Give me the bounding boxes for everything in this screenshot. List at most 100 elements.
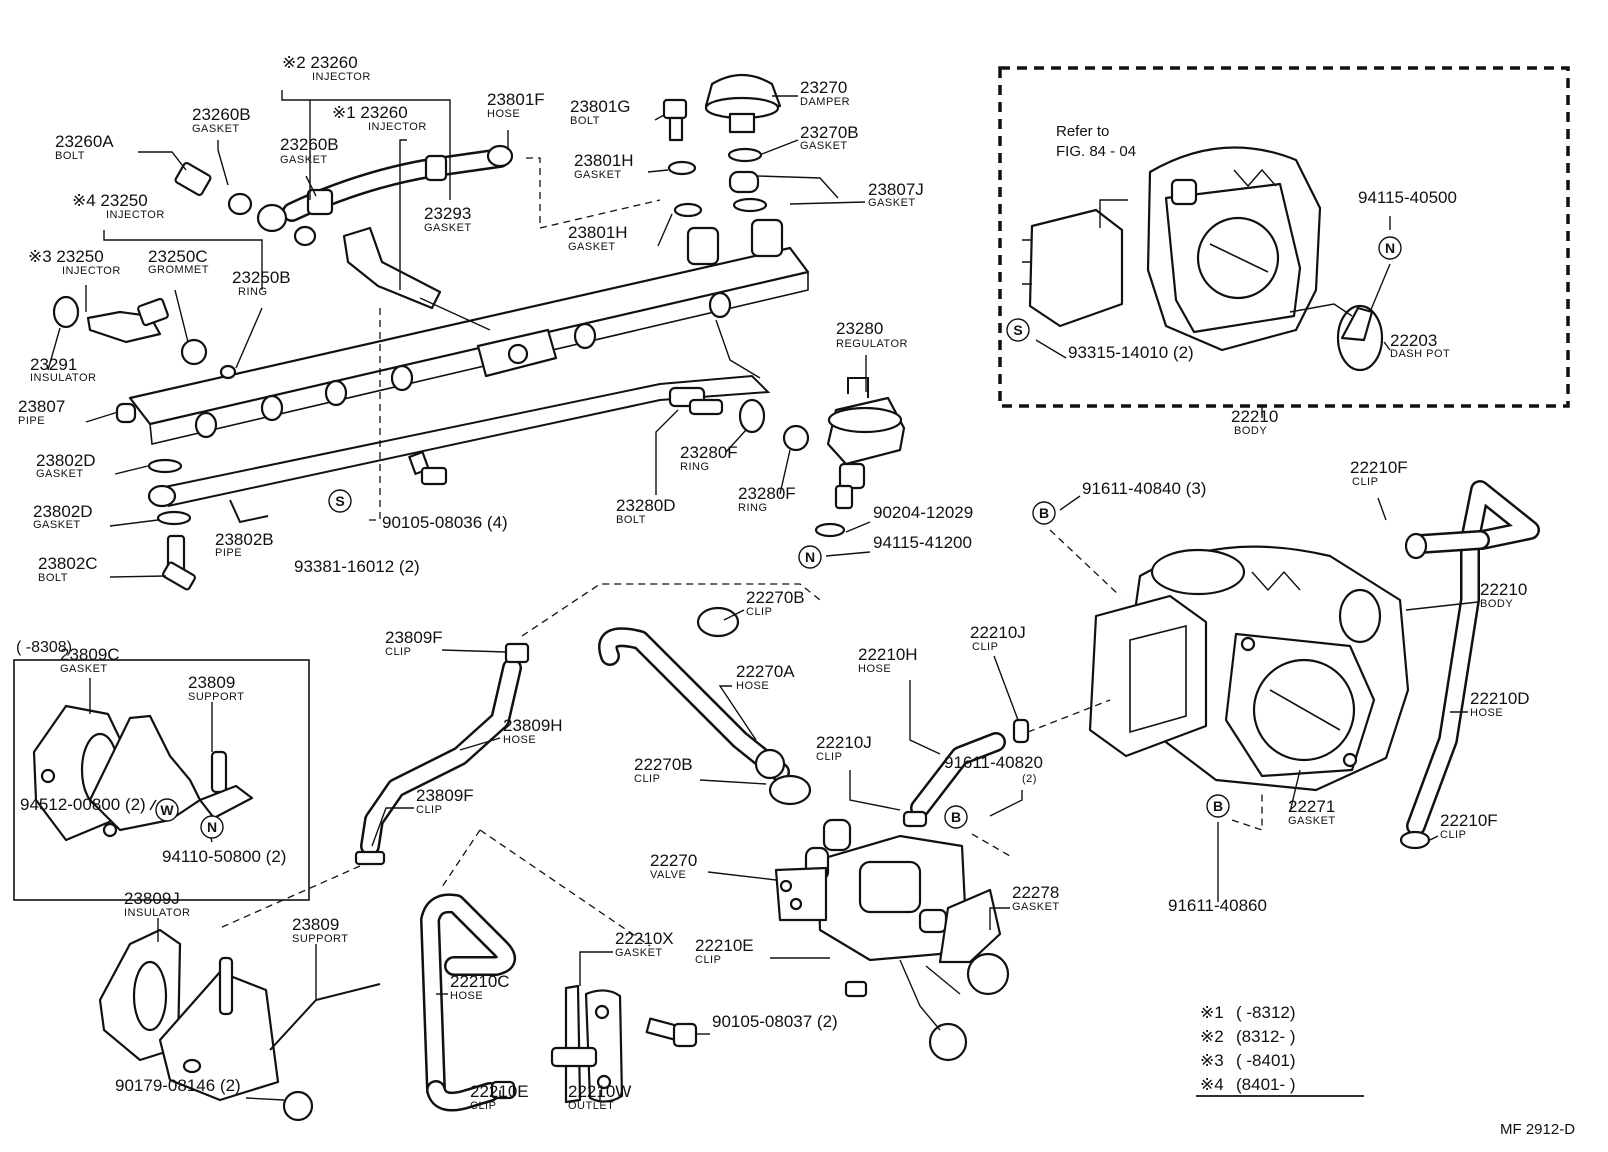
part-name: GASKET <box>1288 815 1336 827</box>
part-number: 23291 <box>30 355 77 374</box>
part-name: CLIP <box>695 954 721 966</box>
marker-letter: B <box>1213 798 1223 814</box>
label-91611-40840: 91611-40840 (3) <box>1082 479 1206 498</box>
part-name: HOSE <box>736 680 769 692</box>
part-name: BODY <box>1480 598 1513 610</box>
date-range-legend: ※1 ( -8312) ※2 (8312- ) ※3 ( -8401) ※4 (… <box>1196 1003 1364 1097</box>
part-name: BOLT <box>616 514 646 526</box>
part-name: HOSE <box>858 663 891 675</box>
marker-w-7: W <box>155 798 179 822</box>
part-number: 23293 <box>424 204 471 223</box>
gasket-23802d <box>147 458 196 591</box>
label-93381: 93381-16012 (2) <box>294 557 420 576</box>
part-name: GASKET <box>60 663 108 675</box>
marker-letter: N <box>805 549 815 565</box>
hose-22210d <box>1399 480 1540 850</box>
marker-letter: W <box>160 802 174 818</box>
part-name: RING <box>680 461 710 473</box>
marker-n-8: N <box>200 815 224 839</box>
part-number: 22270B <box>746 588 805 607</box>
part-name: GASKET <box>1012 901 1060 913</box>
part-number: 23809H <box>503 716 563 735</box>
part-name: INJECTOR <box>106 209 165 221</box>
part-name: CLIP <box>816 751 842 763</box>
marker-s-0: S <box>1006 318 1030 342</box>
part-name: PIPE <box>18 415 45 427</box>
marker-letter: N <box>1385 240 1395 256</box>
part-name: INSULATOR <box>124 907 190 919</box>
part-name: RING <box>238 286 268 298</box>
part-name: BOLT <box>38 572 68 584</box>
part-number: 22270A <box>736 662 795 681</box>
part-name: GROMMET <box>148 264 209 276</box>
pulsation-damper-23270 <box>704 74 839 213</box>
legend-1-range: ( -8312) <box>1236 1003 1296 1022</box>
part-number: 23250B <box>232 268 291 287</box>
part-name: (2) <box>1022 773 1037 785</box>
hose-22210h <box>902 718 1030 828</box>
legend-4-range: (8401- ) <box>1236 1075 1296 1094</box>
part-number: 93315-14010 (2) <box>1068 343 1194 362</box>
part-number: 94115-40500 <box>1358 188 1457 207</box>
inset-label-94512-00800: 94512-00800 (2) <box>20 795 146 814</box>
part-number: 23801F <box>487 90 545 109</box>
part-number: 23260B <box>192 105 251 124</box>
part-name: BOLT <box>570 115 600 127</box>
part-name: CLIP <box>385 646 411 658</box>
part-number: 23809J <box>124 889 180 908</box>
part-number: 22271 <box>1288 797 1335 816</box>
part-number: ※4 23250 <box>72 191 148 210</box>
part-name: RING <box>738 502 768 514</box>
label-91611-40860: 91611-40860 <box>1168 896 1267 915</box>
part-number: 23809F <box>385 628 443 647</box>
pressure-regulator-23280 <box>688 377 906 538</box>
part-number: 22210E <box>470 1082 529 1101</box>
part-number: 22210 <box>1231 407 1278 426</box>
part-number: 22270 <box>650 851 697 870</box>
part-number: 23809F <box>416 786 474 805</box>
part-number: 23801H <box>568 223 628 242</box>
part-name: BOLT <box>55 150 85 162</box>
part-name: DAMPER <box>800 96 850 108</box>
part-number: 23807J <box>868 180 924 199</box>
part-name: CLIP <box>972 641 998 653</box>
bolt-90105-08037 <box>645 1017 698 1048</box>
hose-22210c <box>420 893 516 1112</box>
part-name: GASKET <box>192 123 240 135</box>
bolt-23801g <box>662 98 703 218</box>
bolt-90105-08036 <box>408 451 448 486</box>
label-91611-40820: 91611-40820(2) <box>944 753 1043 785</box>
legend-2-mark: ※2 <box>1200 1027 1224 1046</box>
part-name: BODY <box>1234 425 1267 437</box>
marker-s-2: S <box>328 489 352 513</box>
part-number: 23802D <box>36 451 96 470</box>
part-name: CLIP <box>1352 476 1378 488</box>
part-name: CLIP <box>470 1100 496 1112</box>
hose-23809h <box>354 642 530 866</box>
part-number: 22210F <box>1350 458 1408 477</box>
legend-3-mark: ※3 <box>1200 1051 1224 1070</box>
